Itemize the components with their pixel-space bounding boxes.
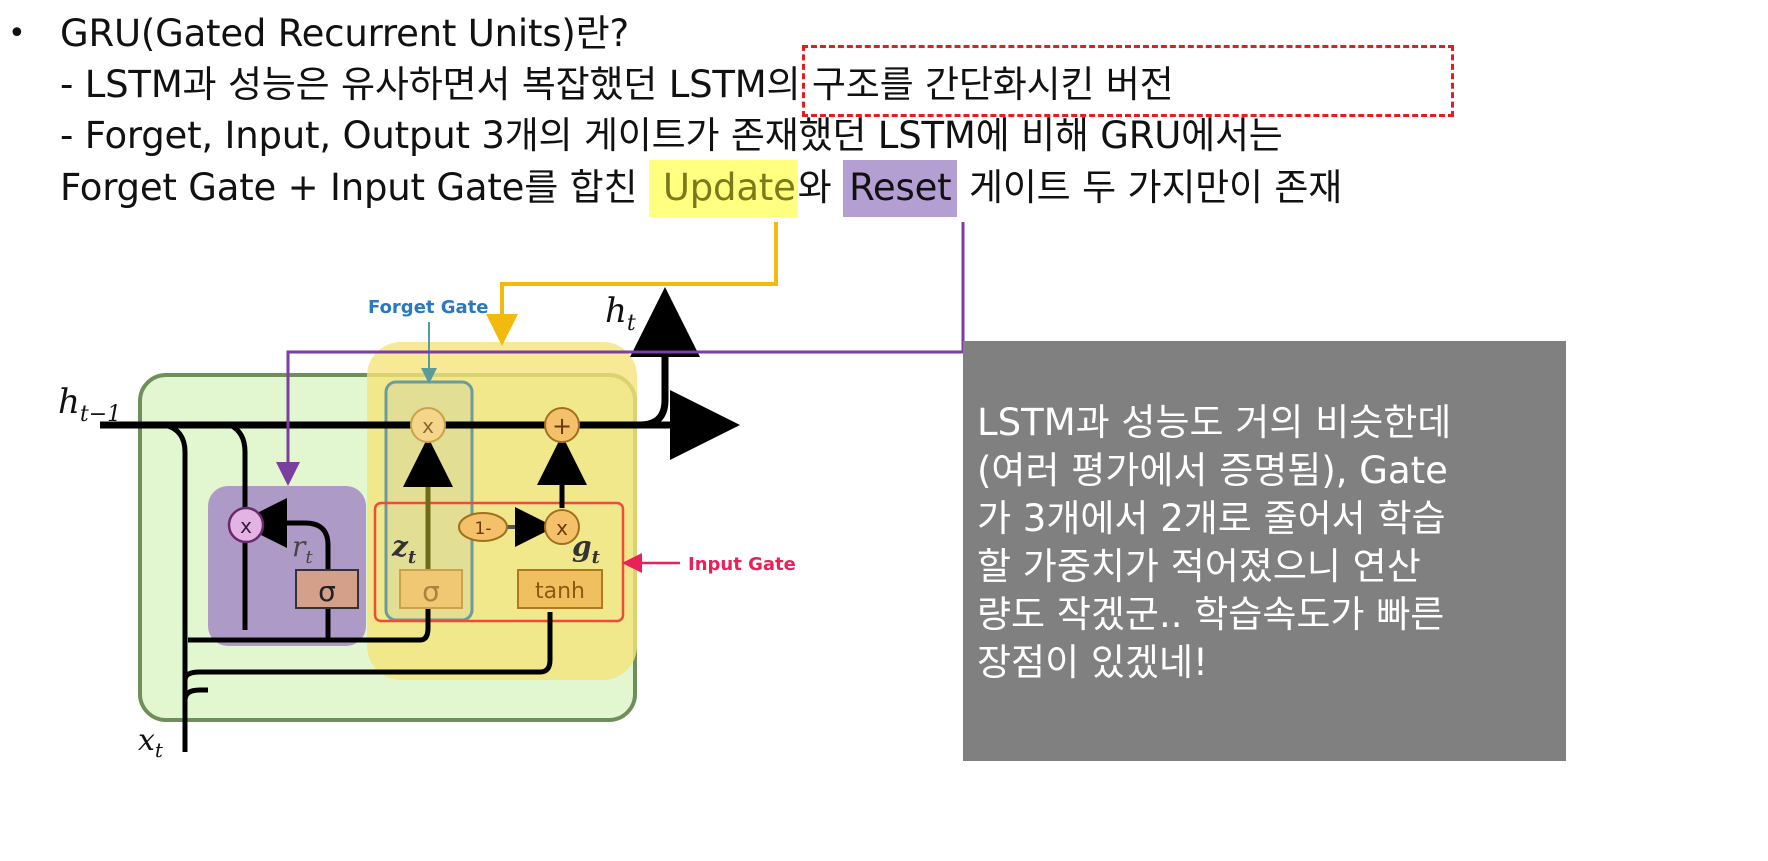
output-arrow xyxy=(630,287,700,429)
update-sigmoid-box xyxy=(399,569,463,609)
label-g-t: gt xyxy=(572,530,601,568)
tanh-box xyxy=(517,569,603,609)
label-z-t-sub: t xyxy=(408,547,417,568)
update-highlight: Update xyxy=(648,160,798,217)
label-h-t: ht xyxy=(605,291,636,336)
update-input-path xyxy=(188,604,431,643)
note-text: LSTM과 성능도 거의 비슷한데 (여러 평가에서 증명됨), Gate 가 … xyxy=(977,401,1452,684)
summary-line-1: - LSTM과 성능은 유사하면서 복잡했던 LSTM의 구조를 간단화시킨 버… xyxy=(60,63,1174,107)
reset-sigmoid-symbol: σ xyxy=(318,575,336,608)
reset-gate-region xyxy=(208,486,366,646)
summary-line-3-end: 게이트 두 가지만이 존재 xyxy=(957,166,1343,209)
reset-sigmoid-box xyxy=(295,569,359,609)
input-multiply-node xyxy=(544,509,580,545)
label-x-t: xt xyxy=(138,723,164,762)
input-multiply-symbol: x xyxy=(556,516,568,540)
summary-line-2: - Forget, Input, Output 3개의 게이트가 존재했던 LS… xyxy=(60,114,1283,157)
reset-vertical-path xyxy=(228,422,248,630)
label-h-prev-sub: t−1 xyxy=(80,402,121,427)
label-h-prev-base: h xyxy=(58,382,80,422)
summary-line-1-start: - LSTM과 성능은 유사하면서 복잡했던 xyxy=(60,63,669,106)
label-z-t-base: z xyxy=(391,530,409,563)
input-gate-label: Input Gate xyxy=(688,554,796,575)
gru-diagram: x + x x 1- σ σ tanh ht−1 ht xt rt zt gt … xyxy=(58,222,965,762)
summary-line-3-mid: 와 xyxy=(797,166,844,209)
summary-line-3-start: Forget Gate + Input Gate를 합친 xyxy=(60,166,649,209)
tanh-label: tanh xyxy=(535,579,585,604)
heading-line: GRU(Gated Recurrent Units)란? xyxy=(60,12,629,55)
summary-line-3: Forget Gate + Input Gate를 합친 Update와 Res… xyxy=(60,160,1343,217)
label-x-t-sub: t xyxy=(155,738,164,762)
reset-multiply-node xyxy=(227,506,265,544)
left-vertical-path xyxy=(164,422,188,700)
one-minus-node xyxy=(458,512,508,542)
label-r-t-base: r xyxy=(292,530,307,563)
one-minus-label: 1- xyxy=(475,519,492,539)
label-h-prev: ht−1 xyxy=(58,382,121,427)
label-g-t-sub: t xyxy=(592,547,601,568)
forget-multiply-node xyxy=(410,407,446,443)
label-z-t: zt xyxy=(391,530,417,568)
add-node xyxy=(544,407,580,443)
label-x-t-base: x xyxy=(138,723,155,758)
label-g-t-base: g xyxy=(572,530,592,563)
reset-highlight: Reset xyxy=(843,160,958,217)
forget-gate-label: Forget Gate xyxy=(368,297,489,318)
reset-connector xyxy=(276,222,965,486)
update-connector xyxy=(486,222,778,346)
reset-multiply-symbol: x xyxy=(240,514,252,538)
label-h-t-sub: t xyxy=(627,311,636,336)
reset-sigmoid-path xyxy=(237,498,331,640)
note-box: LSTM과 성능도 거의 비슷한데 (여러 평가에서 증명됨), Gate 가 … xyxy=(963,341,1566,761)
forget-multiply-symbol: x xyxy=(422,414,434,438)
label-r-t-sub: t xyxy=(305,547,313,568)
summary-line-1-highlight: LSTM의 구조를 간단화시킨 버전 xyxy=(668,63,1174,106)
update-sigmoid-symbol: σ xyxy=(422,575,440,608)
label-r-t: rt xyxy=(292,530,313,568)
bullet: • xyxy=(8,16,26,51)
label-h-t-base: h xyxy=(605,291,627,331)
red-dashed-box xyxy=(802,45,1454,117)
add-symbol: + xyxy=(552,412,572,440)
